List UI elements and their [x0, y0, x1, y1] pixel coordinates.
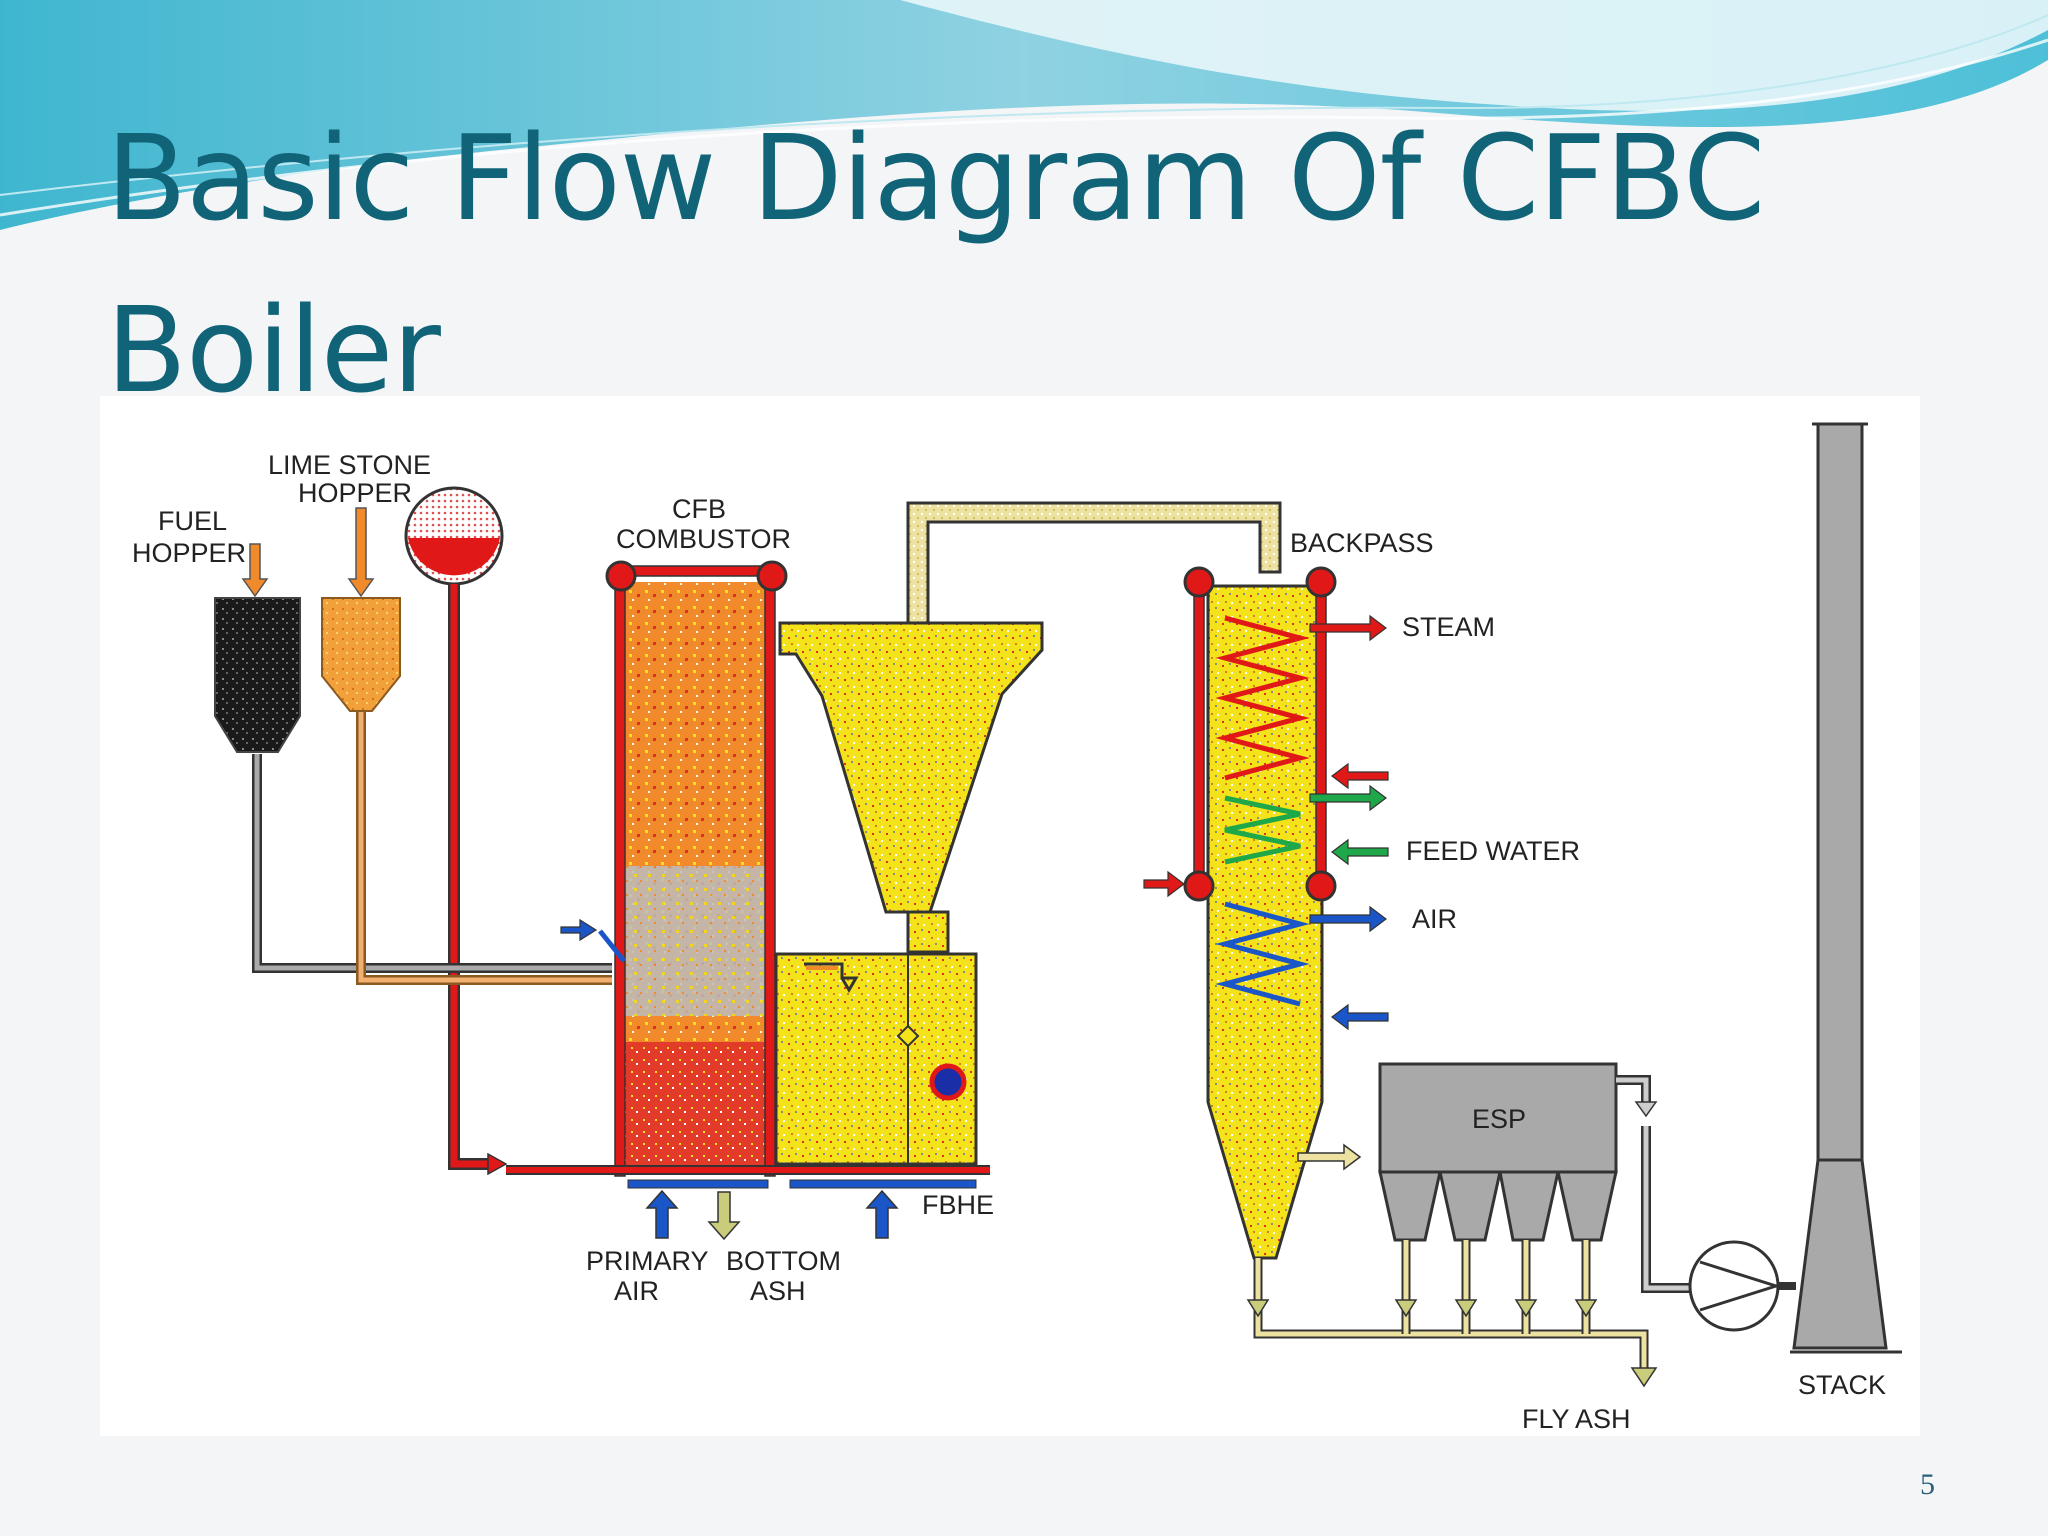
slide-title: Basic Flow Diagram Of CFBC Boiler [106, 109, 1765, 419]
fan-duct [1641, 1126, 1692, 1293]
header-wave-line [0, 38, 2048, 217]
cfb-combustor [605, 560, 788, 1177]
water-out-arrow [1309, 784, 1387, 812]
feed-water-in-arrow [1331, 838, 1389, 866]
page-number: 5 [1920, 1468, 1935, 1501]
solids-return-arrow [804, 962, 859, 993]
label-bottom-ash-2: ASH [750, 1276, 806, 1306]
id-fan [1688, 1240, 1781, 1332]
fly-ash-drains [1246, 1240, 1658, 1388]
air-out-arrow [1309, 905, 1387, 933]
label-fuel-hopper-1: FUEL [158, 506, 227, 536]
steam-out-arrow [1309, 614, 1387, 642]
fuel-hopper [214, 597, 301, 753]
backpass [1183, 566, 1337, 1260]
fbhe-air-plenum [789, 1179, 977, 1189]
flue-gas-to-esp-arrow [1297, 1143, 1362, 1171]
label-stack: STACK [1798, 1370, 1886, 1400]
air-heater-coil [1215, 901, 1310, 1007]
label-fbhe: FBHE [922, 1190, 994, 1220]
fuel-feed-arrow [241, 543, 269, 598]
cyclone-separator [778, 621, 1044, 954]
fbhe-loop-seal [774, 952, 978, 1166]
label-primary-air-1: PRIMARY [586, 1246, 709, 1276]
downcomer-arrow [487, 1152, 508, 1176]
air-in-arrow [1331, 1003, 1389, 1031]
label-esp: ESP [1472, 1104, 1526, 1134]
primary-air-plenum [627, 1179, 769, 1189]
economiser-coil [1224, 795, 1301, 865]
limestone-feed-arrow [347, 507, 375, 598]
label-cfb-combustor-1: CFB [672, 494, 726, 524]
backpass-inlet-arrow [1143, 870, 1185, 898]
header-wave-line-2 [0, 14, 2048, 196]
label-bottom-ash-1: BOTTOM [726, 1246, 841, 1276]
fuel-feed-line [252, 754, 612, 973]
cyclone-outlet-duct [906, 501, 1282, 625]
label-feed-water: FEED WATER [1406, 836, 1580, 866]
downcomer-pipe [448, 584, 492, 1170]
limestone-feed-line [356, 712, 612, 985]
secondary-air-arrow [560, 918, 598, 942]
label-primary-air-2: AIR [614, 1276, 659, 1306]
limestone-hopper [321, 597, 401, 712]
cfbc-flow-diagram: LIME STONE HOPPER FUEL HOPPER CFB COMBUS… [132, 422, 1902, 1434]
esp-unit [1378, 1062, 1618, 1242]
label-lime-stone-hopper-1: LIME STONE [268, 450, 431, 480]
stack [1790, 422, 1902, 1354]
label-cfb-combustor-2: COMBUSTOR [616, 524, 791, 554]
label-fuel-hopper-2: HOPPER [132, 538, 246, 568]
label-fly-ash: FLY ASH [1522, 1404, 1631, 1434]
superheater-coil [1215, 615, 1310, 781]
label-backpass: BACKPASS [1290, 528, 1434, 558]
label-air: AIR [1412, 904, 1457, 934]
fbhe-air-arrow [865, 1189, 899, 1239]
steam-drum [404, 486, 504, 586]
label-steam: STEAM [1402, 612, 1495, 642]
header-wave-light [900, 0, 2048, 111]
diagram-panel: LIME STONE HOPPER FUEL HOPPER CFB COMBUS… [100, 396, 1920, 1436]
primary-air-arrow [645, 1189, 679, 1239]
bottom-ash-arrow [707, 1191, 741, 1241]
water-in-arrow [1331, 762, 1389, 790]
label-lime-stone-hopper-2: HOPPER [298, 478, 412, 508]
